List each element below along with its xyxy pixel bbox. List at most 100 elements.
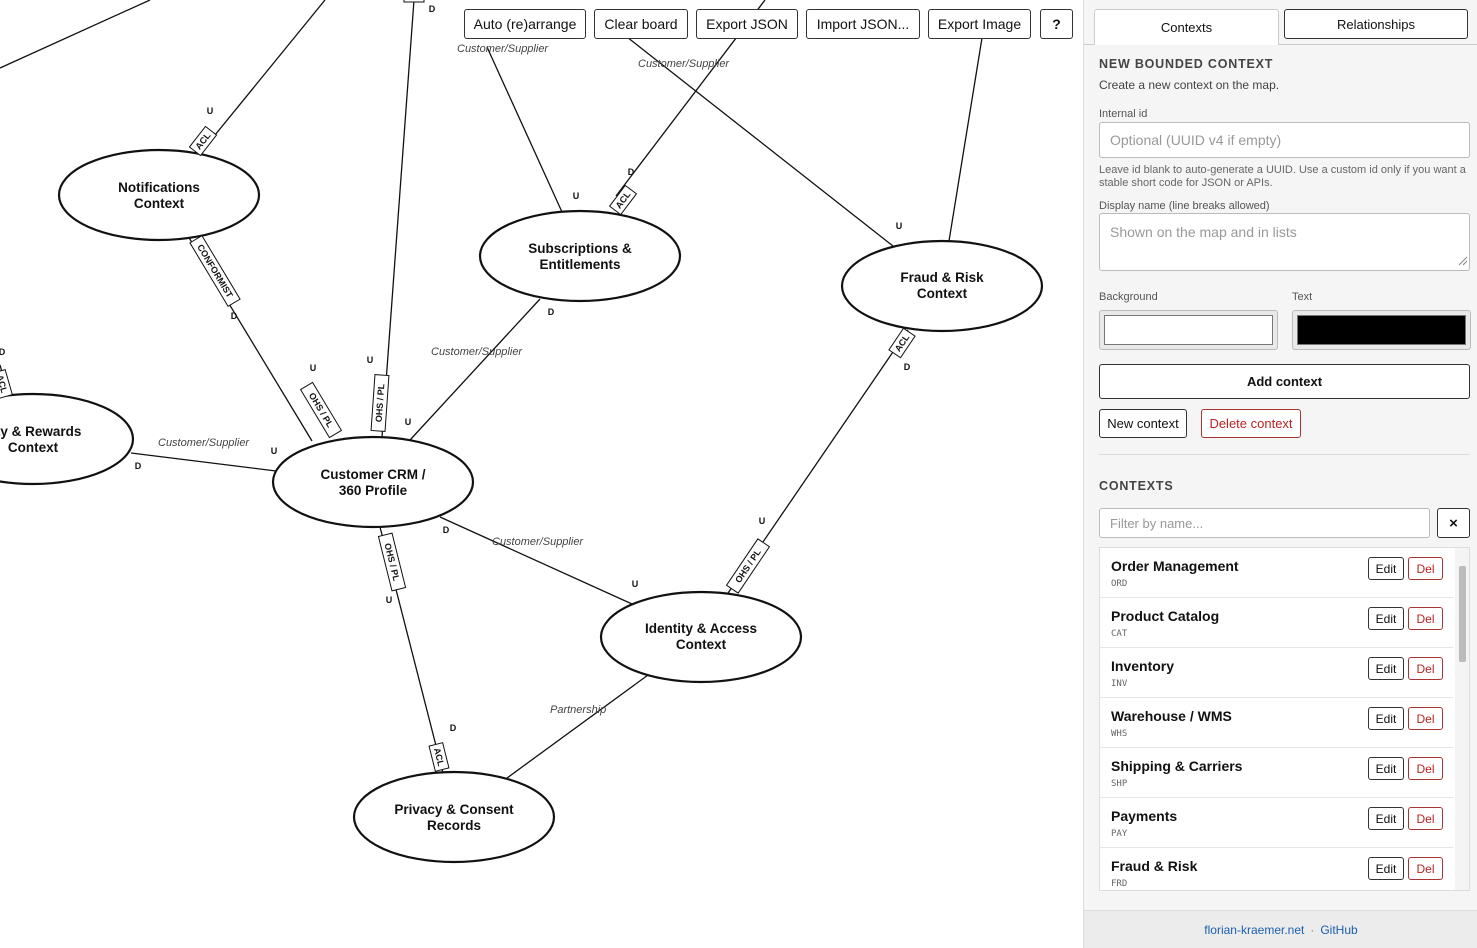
new-context-button[interactable]: New context: [1099, 409, 1187, 438]
role-marker: D: [135, 461, 142, 471]
role-marker: U: [632, 579, 639, 589]
delete-button[interactable]: Del: [1408, 557, 1443, 580]
delete-button[interactable]: Del: [1408, 857, 1443, 880]
display-name-textarea[interactable]: Shown on the map and in lists: [1099, 213, 1470, 271]
close-icon: ×: [1449, 514, 1458, 532]
delete-button[interactable]: Del: [1408, 757, 1443, 780]
list-item[interactable]: Product Catalog CAT Edit Del: [1100, 598, 1453, 648]
relationship-line[interactable]: [486, 46, 563, 213]
edit-button[interactable]: Edit: [1368, 707, 1404, 730]
pattern-badge-acl[interactable]: ACL: [428, 742, 450, 772]
github-link[interactable]: GitHub: [1320, 922, 1358, 937]
context-node-subscriptions[interactable]: [478, 209, 682, 303]
auto-arrange-button[interactable]: Auto (re)arrange: [464, 9, 586, 39]
delete-button[interactable]: Del: [1408, 657, 1443, 680]
delete-button[interactable]: Del: [1408, 707, 1443, 730]
list-item[interactable]: Payments PAY Edit Del: [1100, 798, 1453, 848]
role-marker: U: [573, 191, 580, 201]
text-color-swatch: [1297, 315, 1466, 345]
relationship-line[interactable]: [626, 36, 894, 247]
clear-filter-button[interactable]: ×: [1437, 508, 1470, 538]
add-context-button[interactable]: Add context: [1099, 364, 1470, 399]
help-button[interactable]: ?: [1040, 9, 1073, 39]
background-color-picker[interactable]: [1099, 310, 1278, 350]
role-marker: U: [896, 221, 903, 231]
list-item[interactable]: Warehouse / WMS WHS Edit Del: [1100, 698, 1453, 748]
pattern-badge-ohs[interactable]: OHS / PL: [725, 538, 771, 594]
relationship-line[interactable]: [381, 0, 415, 438]
scrollbar-thumb[interactable]: [1459, 566, 1466, 662]
pattern-badge-acl[interactable]: ACL: [608, 184, 638, 216]
text-color-picker[interactable]: [1292, 310, 1471, 350]
import-json-button[interactable]: Import JSON...: [806, 9, 920, 39]
svg-text:ACL: ACL: [0, 374, 9, 395]
context-name: Product Catalog: [1111, 608, 1220, 624]
edit-button[interactable]: Edit: [1368, 757, 1404, 780]
context-node-notifications[interactable]: [57, 148, 261, 242]
relationship-line[interactable]: [0, 0, 151, 69]
export-image-button[interactable]: Export Image: [928, 9, 1031, 39]
context-node-privacy[interactable]: [352, 770, 556, 864]
export-json-button[interactable]: Export JSON: [696, 9, 798, 39]
pattern-badge-ohs[interactable]: OHS / PL: [299, 381, 343, 439]
resize-handle-icon[interactable]: [1458, 256, 1468, 266]
relationship-line[interactable]: [506, 674, 649, 779]
context-label: Customer CRM /: [320, 467, 425, 482]
edit-button[interactable]: Edit: [1368, 807, 1404, 830]
filter-input[interactable]: Filter by name...: [1099, 508, 1430, 538]
list-item[interactable]: Shipping & Carriers SHP Edit Del: [1100, 748, 1453, 798]
edit-button[interactable]: Edit: [1368, 557, 1404, 580]
context-label: Notifications: [118, 180, 200, 195]
role-marker: D: [450, 723, 457, 733]
role-marker: U: [405, 417, 412, 427]
context-name: Inventory: [1111, 658, 1175, 674]
role-marker: U: [207, 106, 214, 116]
context-label: Entitlements: [539, 257, 620, 272]
list-item[interactable]: Inventory INV Edit Del: [1100, 648, 1453, 698]
context-map-board[interactable]: Notifications Context Subscriptions & En…: [0, 0, 1083, 948]
pattern-badge-acl[interactable]: ACL: [0, 368, 13, 400]
role-marker: U: [271, 446, 278, 456]
internal-id-input[interactable]: Optional (UUID v4 if empty): [1099, 122, 1470, 158]
tab-relationships[interactable]: Relationships: [1284, 9, 1468, 39]
list-item[interactable]: Fraud & Risk FRD Edit Del: [1100, 848, 1453, 890]
context-node-crm[interactable]: [271, 435, 475, 529]
clear-board-button[interactable]: Clear board: [594, 9, 688, 39]
relationship-line[interactable]: [439, 516, 633, 605]
context-code: CAT: [1111, 629, 1128, 639]
tab-contexts[interactable]: Contexts: [1094, 9, 1279, 45]
pattern-badge-stub: [403, 0, 425, 3]
context-map-canvas[interactable]: Notifications Context Subscriptions & En…: [0, 0, 1083, 948]
context-code: INV: [1111, 679, 1128, 689]
contexts-heading: CONTEXTS: [1099, 479, 1174, 493]
context-node-fraud[interactable]: [840, 239, 1044, 333]
delete-context-button[interactable]: Delete context: [1201, 409, 1301, 438]
pattern-badge-acl[interactable]: ACL: [888, 327, 916, 359]
edit-button[interactable]: Edit: [1368, 657, 1404, 680]
new-context-heading: NEW BOUNDED CONTEXT: [1099, 57, 1274, 71]
context-label: Context: [134, 196, 185, 211]
edit-button[interactable]: Edit: [1368, 857, 1404, 880]
context-label: Identity & Access: [645, 621, 757, 636]
pattern-badge-conformist[interactable]: CONFORMIST: [189, 234, 241, 308]
delete-button[interactable]: Del: [1408, 607, 1443, 630]
edit-button[interactable]: Edit: [1368, 607, 1404, 630]
display-name-label: Display name (line breaks allowed): [1099, 200, 1270, 212]
contexts-list[interactable]: Order Management ORD Edit Del Product Ca…: [1099, 547, 1470, 891]
list-item[interactable]: Order Management ORD Edit Del: [1100, 548, 1453, 598]
role-marker: U: [310, 363, 317, 373]
relationship-line[interactable]: [409, 298, 541, 441]
context-node-loyalty[interactable]: [0, 392, 135, 486]
pattern-badge-acl[interactable]: ACL: [188, 125, 218, 157]
relationship-label: Customer/Supplier: [431, 346, 523, 358]
context-label: Context: [8, 440, 59, 455]
site-link[interactable]: florian-kraemer.net: [1204, 922, 1305, 937]
context-name: Shipping & Carriers: [1111, 758, 1243, 774]
delete-button[interactable]: Del: [1408, 807, 1443, 830]
context-node-identity[interactable]: [599, 590, 803, 684]
pattern-badge-ohs[interactable]: OHS / PL: [370, 374, 390, 432]
relationship-line[interactable]: [130, 452, 277, 472]
pattern-badge-ohs[interactable]: OHS / PL: [377, 532, 407, 592]
relationship-line[interactable]: [948, 37, 983, 242]
list-scrollbar[interactable]: [1455, 548, 1469, 890]
